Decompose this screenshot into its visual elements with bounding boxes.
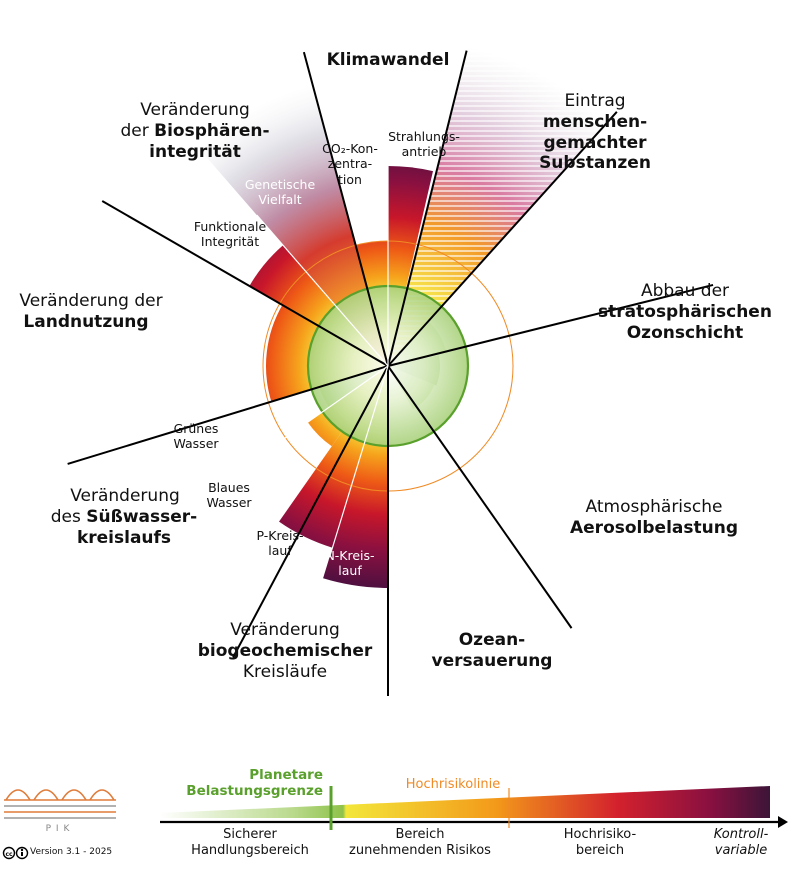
boundary-divider-line (387, 365, 573, 629)
co2-concentration-label: CO₂-Kon- zentra- tion (322, 141, 378, 187)
biogeochem-line1: Veränderung (230, 620, 340, 640)
boundary-divider-line (387, 50, 468, 367)
legend-safe-zone-label: Sicherer Handlungsbereich (191, 827, 309, 858)
boundary-divider-line (387, 111, 618, 367)
version-label: Version 3.1 - 2025 (30, 847, 113, 857)
freshwater-line2-bold: Süßwasser- kreislaufs (76, 507, 198, 548)
green-water-label: Grünes Wasser (173, 421, 219, 452)
boundary-divider-line (302, 51, 389, 367)
legend-boundary-label: Planetare Belastungsgrenze (186, 767, 323, 800)
cc-by-icon: cc (2, 846, 29, 860)
land-use-line1: Veränderung der (19, 291, 163, 311)
biosphere-line2: der Biosphären- integrität (100, 121, 290, 162)
blue-water-label: Blaues Wasser (206, 480, 252, 511)
land-use-line2: Landnutzung (23, 312, 149, 332)
radiative-forcing-label: Strahlungs- antrieb (388, 129, 460, 160)
genetic-diversity-label: Genetische Vielfalt (244, 177, 316, 208)
functional-integrity-label: Funktionale Integrität (193, 219, 267, 250)
freshwater-line1: Veränderung (70, 486, 180, 506)
ozone-line1: Abbau der (640, 281, 730, 301)
sub-boundary-divider (328, 365, 389, 558)
climate-title: Klimawandel (326, 50, 450, 70)
sub-boundary-divider (223, 365, 389, 482)
legend-highrisk-label: Hochrisikolinie (405, 777, 501, 792)
boundary-divider-line (101, 200, 389, 367)
legend-arrow-head (778, 816, 788, 828)
boundary-divider-line (387, 283, 714, 367)
freshwater-line2: des Süßwasser- kreislaufs (34, 507, 214, 548)
novel-entities-line2: menschen- gemachter Substanzen (539, 112, 651, 174)
legend (160, 786, 788, 830)
legend-high-risk-zone-label: Hochrisiko- bereich (563, 827, 637, 858)
boundary-divider-line (232, 365, 389, 658)
svg-text:cc: cc (5, 851, 13, 858)
genetic-diversity-wedge (197, 85, 388, 367)
biosphere-line2-prefix: der (120, 121, 155, 141)
legend-increasing-risk-label: Bereich zunehmenden Risikos (349, 827, 491, 858)
novel-entities-line1: Eintrag (564, 91, 626, 111)
p-cycle-label: P-Kreis- lauf (256, 528, 304, 559)
aerosol-line2: Aerosolbelastung (570, 518, 738, 538)
ocean-acidification-label: Ozean- versauerung (431, 630, 553, 671)
sub-boundary-divider (256, 214, 389, 367)
n-cycle-label: N-Kreis- lauf (325, 548, 375, 579)
biosphere-line2-bold: Biosphären- integrität (149, 121, 270, 162)
ozone-line2: stratosphärischen Ozonschicht (598, 302, 772, 343)
legend-gradient-bar (160, 786, 770, 818)
novel-entities-stripes (388, 45, 609, 367)
aerosol-line1: Atmosphärische (585, 497, 723, 517)
boundary-divider-line (67, 365, 389, 465)
pik-logo-text: P I K (45, 824, 71, 834)
freshwater-line2-prefix: des (50, 507, 87, 527)
pik-logo (4, 789, 116, 819)
biogeochem-line3: Kreisläufe (242, 662, 328, 682)
legend-control-variable-label: Kontroll- variable (713, 827, 769, 858)
biogeochem-line2: biogeochemischer (197, 641, 373, 661)
biosphere-line1: Veränderung (140, 100, 250, 120)
